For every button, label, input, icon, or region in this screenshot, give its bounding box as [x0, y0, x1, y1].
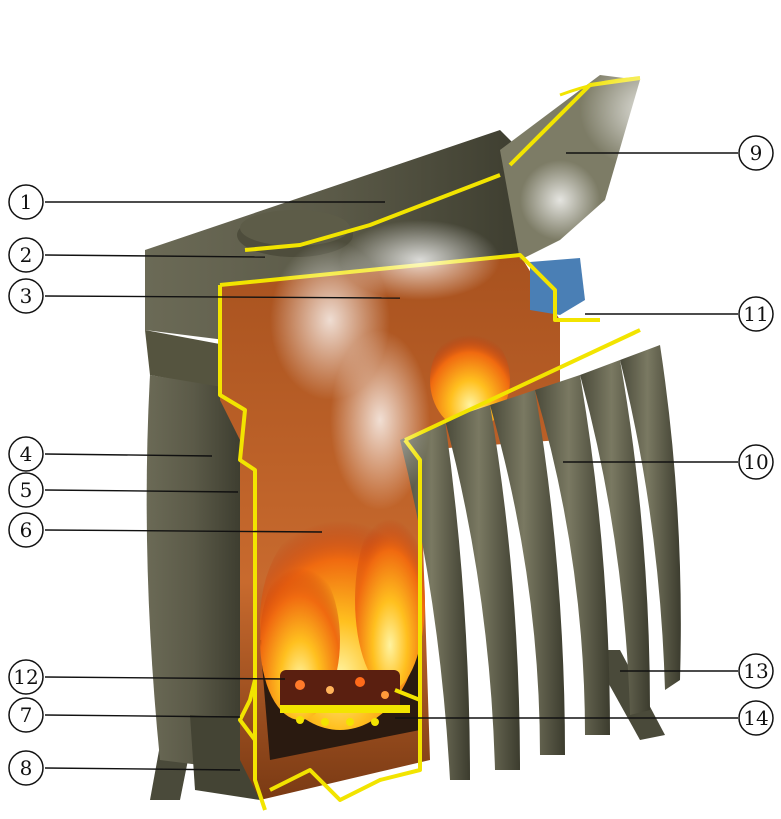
svg-text:7: 7 — [20, 703, 33, 727]
callout-9: 9 — [739, 136, 773, 170]
embers — [280, 670, 400, 710]
callout-8: 8 — [9, 751, 43, 785]
svg-text:11: 11 — [743, 302, 768, 326]
svg-text:9: 9 — [750, 141, 763, 165]
svg-text:8: 8 — [20, 756, 33, 780]
callout-1: 1 — [9, 185, 43, 219]
svg-text:6: 6 — [20, 518, 33, 542]
callout-10: 10 — [739, 445, 773, 479]
callout-7: 7 — [9, 698, 43, 732]
callout-13: 13 — [739, 654, 773, 688]
svg-text:13: 13 — [743, 659, 768, 683]
callout-5: 5 — [9, 473, 43, 507]
svg-text:2: 2 — [20, 243, 33, 267]
callout-3: 3 — [9, 279, 43, 313]
callout-12: 12 — [9, 660, 43, 694]
callout-14: 14 — [739, 701, 773, 735]
callout-4: 4 — [9, 437, 43, 471]
callout-2: 2 — [9, 238, 43, 272]
svg-text:12: 12 — [13, 665, 38, 689]
svg-text:5: 5 — [20, 478, 33, 502]
svg-text:4: 4 — [20, 442, 33, 466]
svg-text:3: 3 — [20, 284, 33, 308]
svg-text:10: 10 — [743, 450, 768, 474]
callout-6: 6 — [9, 513, 43, 547]
svg-text:14: 14 — [743, 706, 768, 730]
svg-text:1: 1 — [20, 190, 33, 214]
insulation-block — [530, 258, 585, 315]
callout-11: 11 — [739, 297, 773, 331]
